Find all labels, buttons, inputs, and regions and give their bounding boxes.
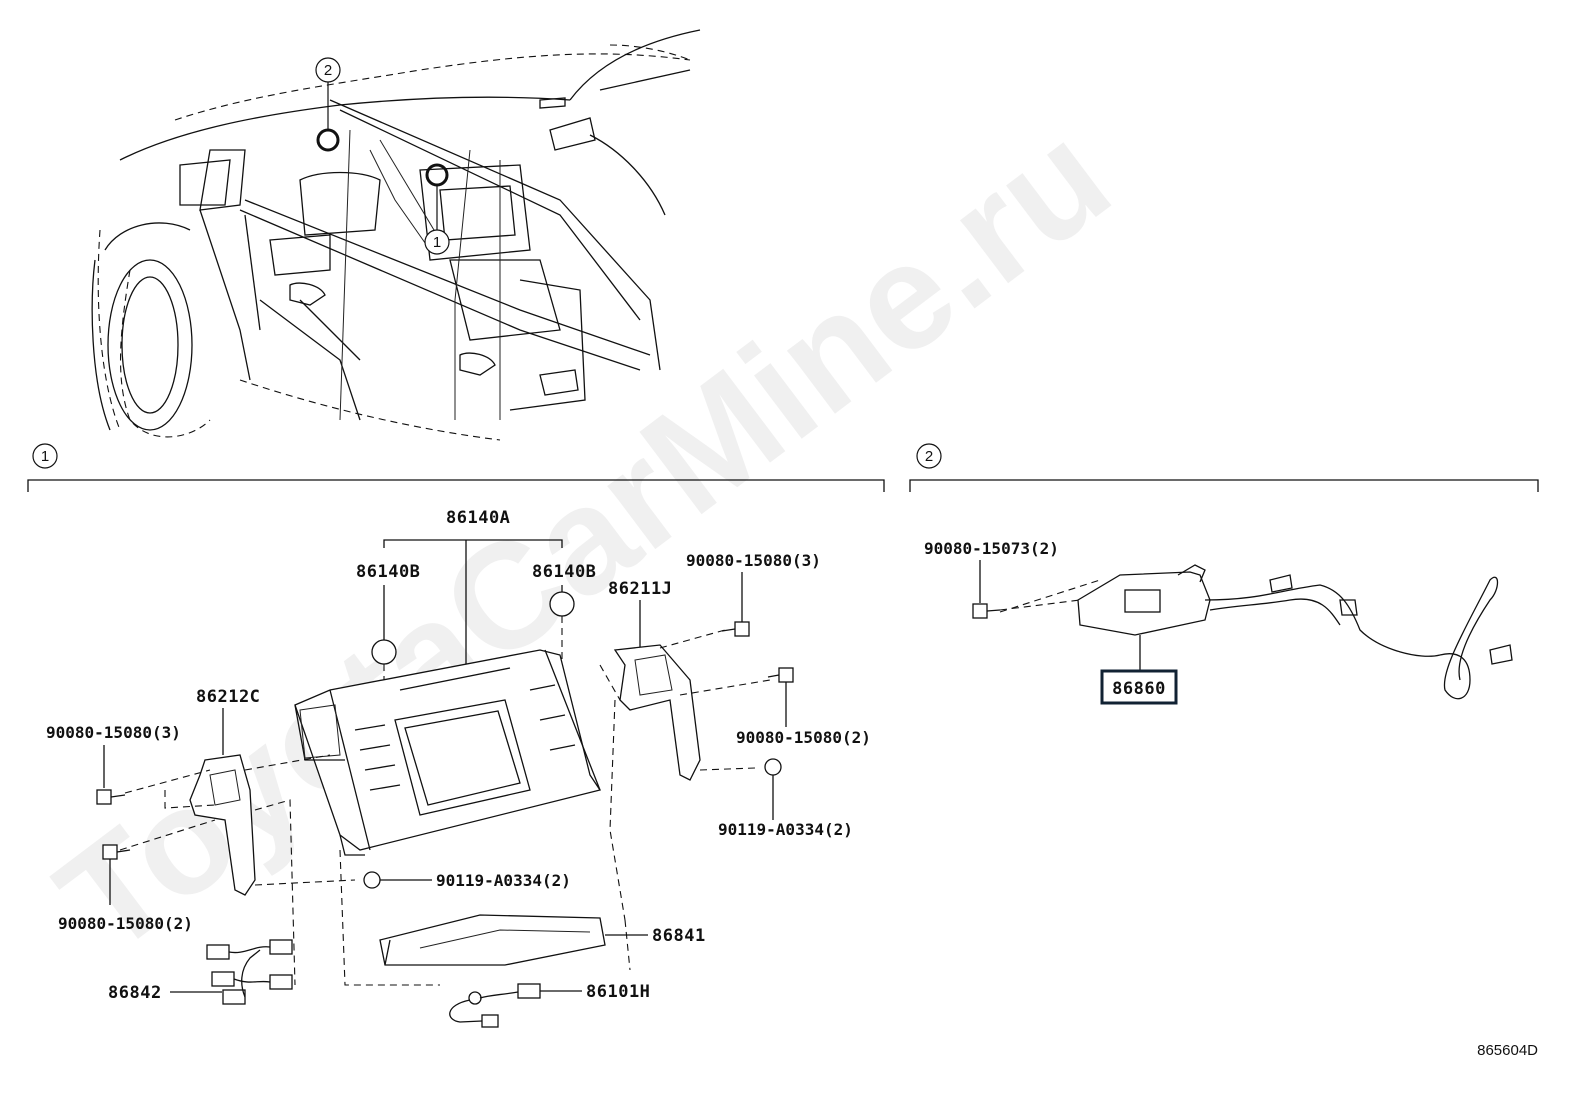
label-86140B-right: 86140B xyxy=(532,562,596,582)
section-1-marker: 1 xyxy=(41,448,49,465)
bolt-90080-15080-right-mid xyxy=(767,667,794,727)
label-86101H: 86101H xyxy=(586,982,650,1002)
label-86211J: 86211J xyxy=(608,579,672,599)
callout-1-label: 1 xyxy=(433,234,441,251)
harness-86842 xyxy=(170,939,293,1005)
label-86140A: 86140A xyxy=(446,508,510,528)
bracket-86212C xyxy=(119,708,356,986)
label-86860-box xyxy=(1100,669,1178,705)
label-screw-90119-A0334-center: 90119-A0334(2) xyxy=(436,871,571,890)
label-bolt-90080-15073: 90080-15073(2) xyxy=(924,539,1059,558)
leader-86140A xyxy=(383,539,563,665)
label-bolt-90080-15080-3-right: 90080-15080(3) xyxy=(686,551,821,570)
section-2-marker: 2 xyxy=(925,448,933,465)
label-86140B-left: 86140B xyxy=(356,562,420,582)
diagram-reference-code: 865604D xyxy=(1477,1042,1538,1059)
bracket-86211J xyxy=(599,600,771,921)
bolt-90080-15073 xyxy=(972,560,1101,619)
knob-86140B-right xyxy=(549,585,575,665)
label-86860: 86860 xyxy=(1112,679,1166,699)
bolt-90080-15080-right-top xyxy=(721,572,750,637)
label-bolt-90080-15080-3-left: 90080-15080(3) xyxy=(46,723,181,742)
label-86841: 86841 xyxy=(652,926,706,946)
module-86841 xyxy=(339,849,648,986)
vehicle-interior-overview xyxy=(91,29,701,441)
label-86212C: 86212C xyxy=(196,687,260,707)
screw-90119-A0334-right xyxy=(764,758,782,820)
label-bolt-90080-15080-2-right: 90080-15080(2) xyxy=(736,728,871,747)
label-screw-90119-A0334-right: 90119-A0334(2) xyxy=(718,820,853,839)
bolt-90080-15080-left-top xyxy=(96,745,126,805)
bolt-90080-15080-left-bottom xyxy=(102,844,131,905)
label-86842: 86842 xyxy=(108,983,162,1003)
section-1-header: 1 xyxy=(27,443,885,492)
callout-2-label: 2 xyxy=(324,62,332,79)
screw-90119-A0334-center xyxy=(363,871,432,889)
location-callout-1: 1 xyxy=(424,163,450,255)
module-86860 xyxy=(1077,564,1513,700)
head-unit-86140A xyxy=(294,649,602,856)
section-2-header: 2 xyxy=(909,443,1539,492)
location-callout-2: 2 xyxy=(315,57,341,152)
label-bolt-90080-15080-2-left: 90080-15080(2) xyxy=(58,914,193,933)
cable-86101H xyxy=(449,983,582,1028)
